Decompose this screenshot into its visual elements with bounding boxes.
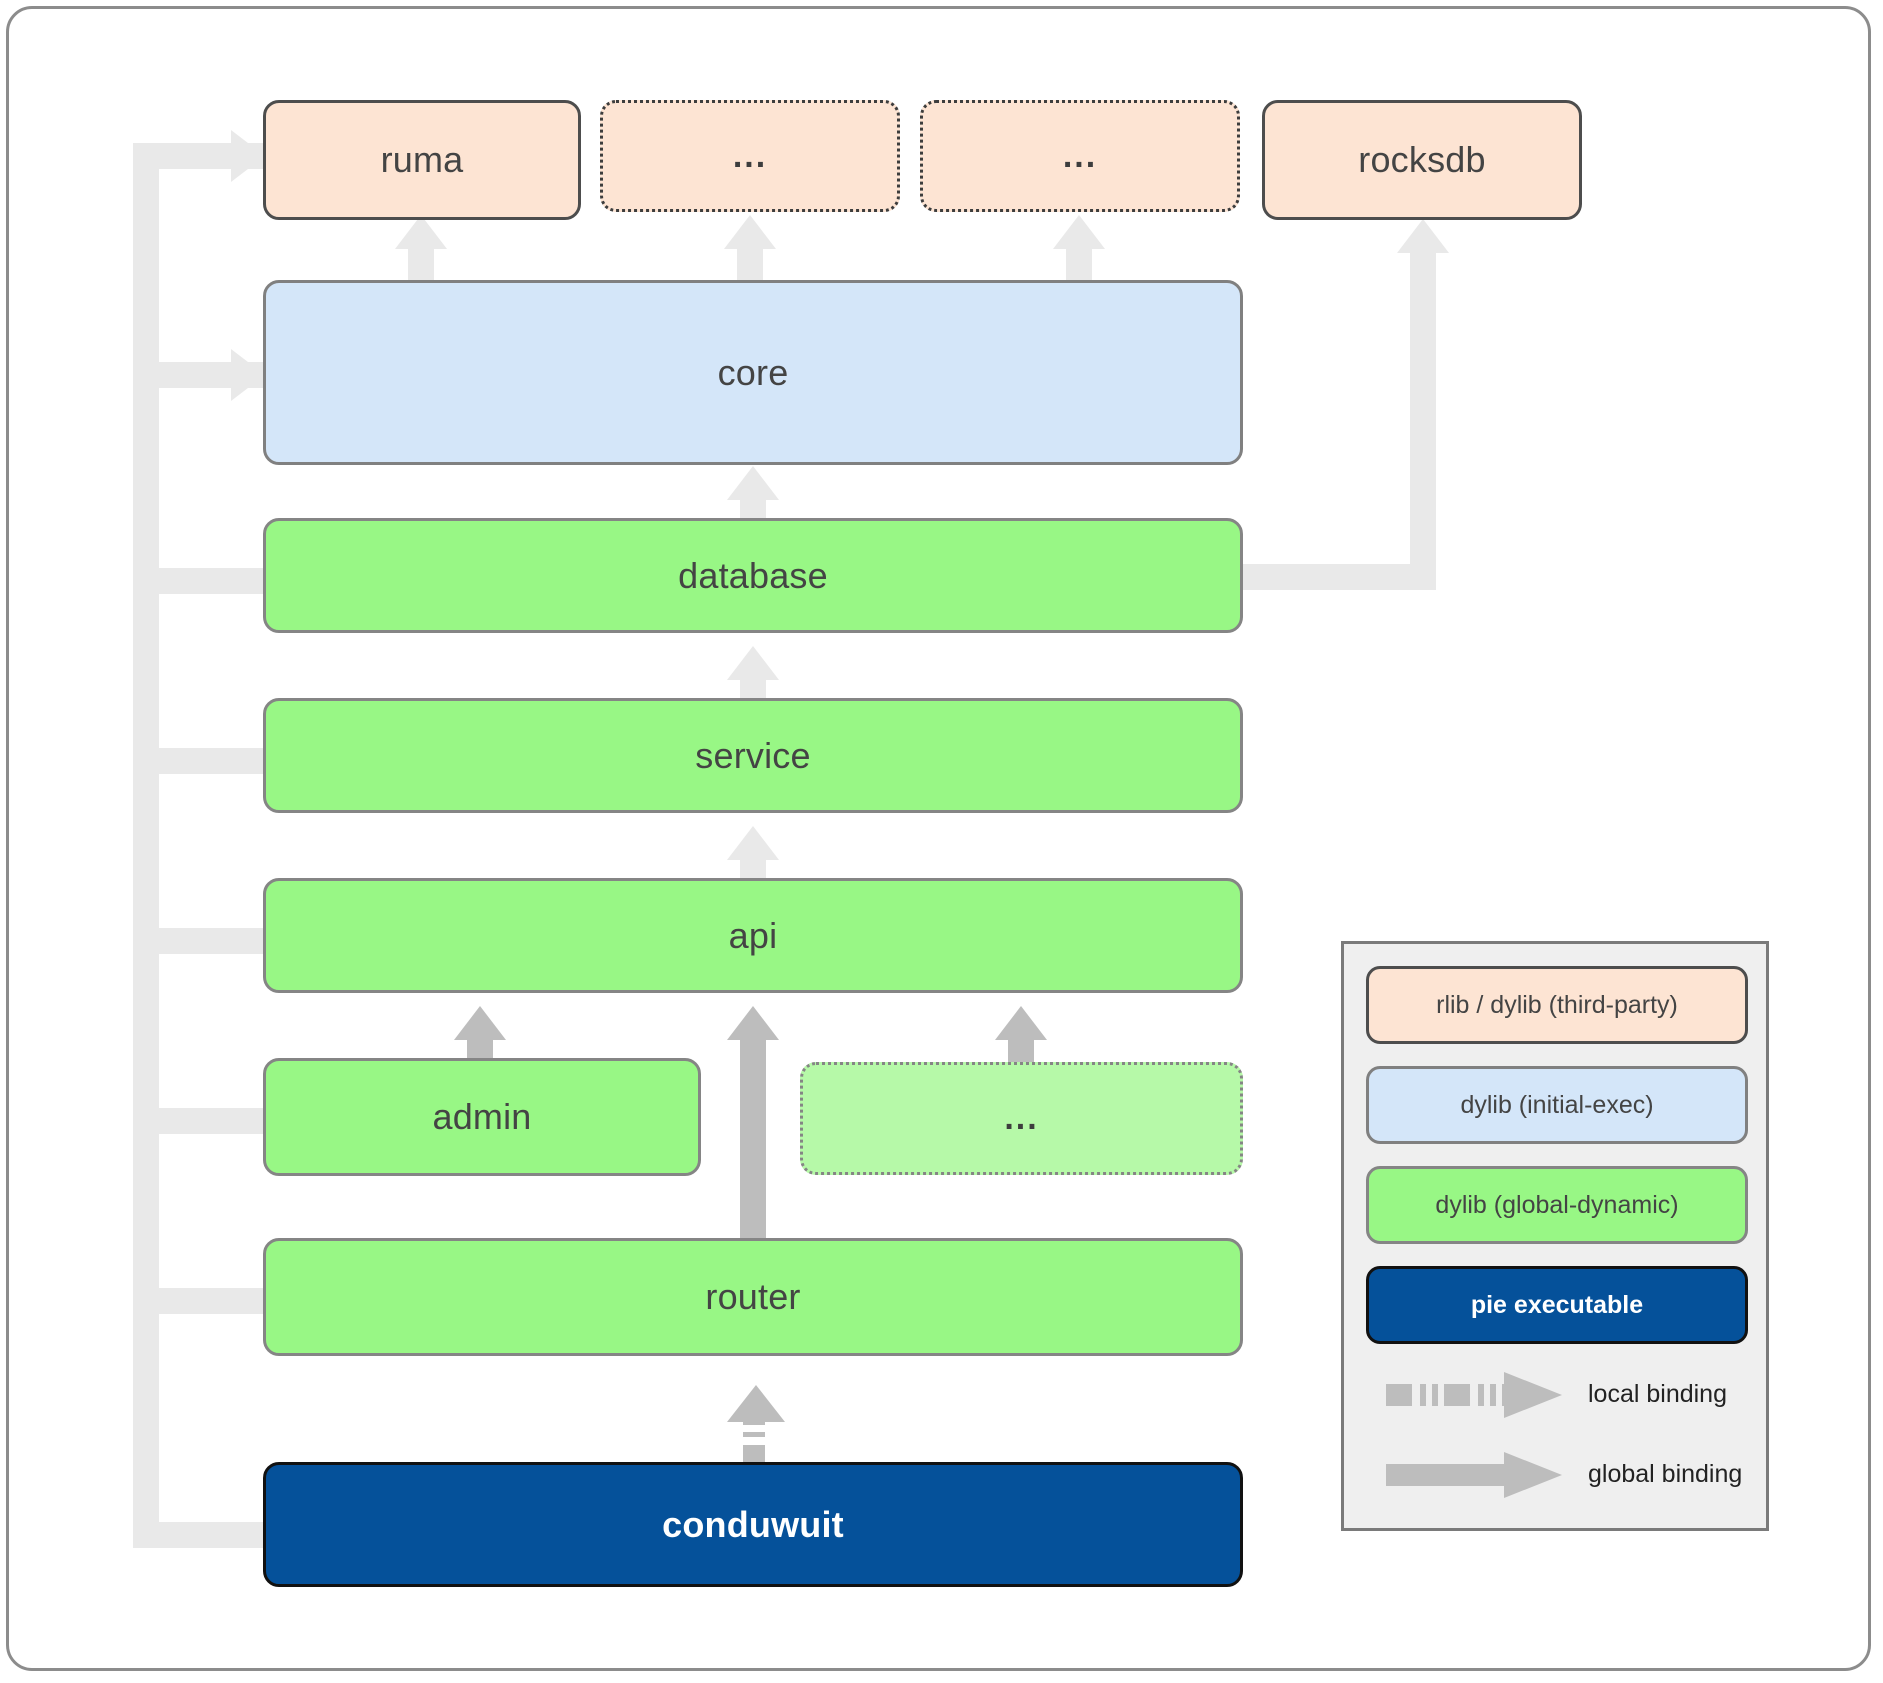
legend-item-pie-executable-label: pie executable [1470, 1290, 1644, 1319]
node-rocksdb[interactable]: rocksdb [1262, 100, 1582, 220]
legend-binding-local-label: local binding [1588, 1379, 1727, 1408]
bus-branch-router [133, 1288, 268, 1314]
edge-core-ruma-shaft [408, 244, 434, 286]
legend-item-initial-exec: dylib (initial-exec) [1366, 1066, 1748, 1144]
node-admin-label: admin [432, 1096, 532, 1137]
bus-branch-database [133, 568, 268, 594]
edge-database-rocksdb-vertical [1410, 248, 1436, 590]
bus-arrowhead-ruma [231, 130, 265, 182]
legend-item-pie-executable: pie executable [1366, 1266, 1748, 1344]
bus-branch-api [133, 928, 268, 954]
node-service[interactable]: service [263, 698, 1243, 813]
node-api-label: api [728, 914, 778, 956]
edge-conduwuit-router-seg1 [743, 1445, 765, 1467]
node-rocksdb-label: rocksdb [1358, 139, 1486, 180]
edge-database-rocksdb-horizontal [1235, 564, 1423, 590]
bus-branch-admin [133, 1108, 268, 1134]
node-ellipsis-top-2-label: ... [1062, 136, 1098, 175]
node-database-label: database [678, 554, 828, 596]
edge-core-ellipsis1-shaft [737, 244, 763, 286]
edge-ellipsis-api-shaft [1008, 1035, 1034, 1067]
node-core[interactable]: core [263, 280, 1243, 465]
edge-conduwuit-router-seg2 [743, 1432, 765, 1437]
legend-panel: rlib / dylib (third-party) dylib (initia… [1341, 941, 1769, 1531]
edge-conduwuit-router-head [727, 1385, 785, 1422]
local-binding-arrow-icon [1386, 1372, 1562, 1418]
legend-binding-global-label: global binding [1588, 1459, 1743, 1488]
edge-database-core-head [727, 466, 779, 500]
edge-admin-api-head [454, 1006, 506, 1040]
edge-conduwuit-router-seg3 [743, 1420, 765, 1425]
node-ellipsis-api[interactable]: ... [800, 1062, 1243, 1175]
node-database[interactable]: database [263, 518, 1243, 633]
edge-router-api-head [727, 1006, 779, 1040]
legend-item-third-party-label: rlib / dylib (third-party) [1436, 990, 1678, 1019]
edge-ellipsis-api-head [995, 1006, 1047, 1040]
edge-core-ellipsis2-shaft [1066, 244, 1092, 286]
node-admin[interactable]: admin [263, 1058, 701, 1176]
node-router[interactable]: router [263, 1238, 1243, 1356]
node-core-label: core [717, 351, 789, 393]
node-conduwuit[interactable]: conduwuit [263, 1462, 1243, 1587]
node-router-label: router [705, 1276, 801, 1317]
node-ellipsis-top-2[interactable]: ... [920, 100, 1240, 212]
legend-item-global-dynamic-label: dylib (global-dynamic) [1435, 1190, 1679, 1219]
edge-core-ellipsis1-head [724, 215, 776, 249]
node-conduwuit-label: conduwuit [662, 1503, 844, 1545]
legend-binding-local: local binding [1366, 1364, 1748, 1424]
bus-branch-conduwuit [133, 1522, 268, 1548]
edge-core-ruma-head [395, 215, 447, 249]
edge-core-ellipsis2-head [1053, 215, 1105, 249]
edge-service-database-head [727, 646, 779, 680]
node-ruma-label: ruma [380, 139, 464, 180]
bus-arrowhead-core [231, 349, 265, 401]
legend-binding-global: global binding [1366, 1444, 1748, 1504]
node-service-label: service [695, 734, 811, 776]
node-api[interactable]: api [263, 878, 1243, 993]
edge-router-api-shaft [740, 1035, 766, 1247]
node-ruma[interactable]: ruma [263, 100, 581, 220]
global-binding-arrow-icon [1386, 1452, 1562, 1498]
node-ellipsis-top-1[interactable]: ... [600, 100, 900, 212]
legend-item-global-dynamic: dylib (global-dynamic) [1366, 1166, 1748, 1244]
edge-api-service-head [727, 826, 779, 860]
legend-item-third-party: rlib / dylib (third-party) [1366, 966, 1748, 1044]
node-ellipsis-top-1-label: ... [732, 136, 768, 175]
edge-database-rocksdb-head [1397, 219, 1449, 253]
legend-item-initial-exec-label: dylib (initial-exec) [1460, 1090, 1654, 1119]
bus-branch-service [133, 748, 268, 774]
node-ellipsis-api-label: ... [1004, 1099, 1039, 1137]
bus-vertical-spine [133, 143, 159, 1548]
